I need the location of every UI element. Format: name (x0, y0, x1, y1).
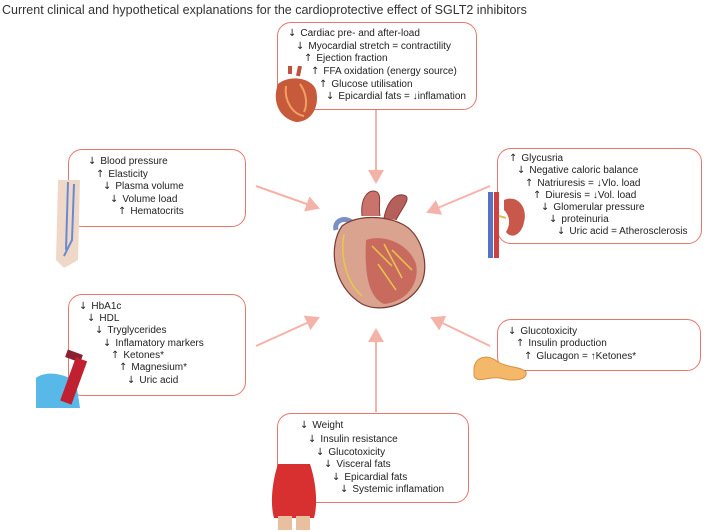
top-line-3: ↑Ejection fraction (304, 53, 388, 64)
up-arrow-icon: ↑ (119, 362, 128, 373)
bottom-line-5: ↓Epicardial fats (332, 472, 408, 483)
cardiac-heart-icon (275, 66, 318, 122)
top-line-5: ↑Glucose utilisation (319, 79, 413, 90)
down-arrow-icon: ↓ (103, 338, 112, 349)
figure-title: Current clinical and hypothetical explan… (2, 3, 527, 17)
down-arrow-icon: ↓ (308, 434, 317, 445)
right-upper-line-1: ↑Glycusria (509, 153, 564, 164)
right-upper-line-5: ↓Glomerular pressure (541, 202, 645, 213)
down-arrow-icon: ↓ (316, 447, 325, 458)
left-lower-line-6: ↑Magnesium* (119, 362, 187, 373)
up-arrow-icon: ↑ (524, 351, 533, 362)
bottom-line-4: ↓Visceral fats (324, 459, 391, 470)
right-upper-line-6: ↓proteinuria (549, 214, 609, 225)
down-arrow-icon: ↓ (300, 420, 309, 431)
top-line-2: ↓Myocardial stretch = contractility (296, 41, 451, 52)
down-arrow-icon: ↓ (110, 194, 119, 205)
bottom-line-3: ↓Glucotoxicity (316, 447, 386, 458)
right-lower-line-1: ↓Glucotoxicity (508, 326, 578, 337)
down-arrow-icon: ↓ (79, 301, 88, 312)
blood-tube-icon (36, 349, 88, 408)
arrow-left-upper (255, 185, 320, 212)
arrow-right-upper (426, 185, 491, 215)
up-arrow-icon: ↑ (319, 79, 328, 90)
top-line-6: ↓Epicardial fats = ↓inflamation (326, 91, 466, 102)
down-arrow-icon: ↓ (549, 214, 558, 225)
down-arrow-icon: ↓ (127, 375, 136, 386)
down-arrow-icon: ↓ (88, 156, 97, 167)
up-arrow-icon: ↑ (304, 53, 313, 64)
left-lower-line-7: ↓Uric acid (127, 375, 179, 386)
left-upper-line-1: ↓Blood pressure (88, 156, 168, 167)
right-upper-line-2: ↓Negative caloric balance (517, 165, 639, 176)
box-pancreatic-effects (497, 319, 701, 371)
right-upper-line-4: ↑Diuresis = ↓Vol. load (533, 190, 637, 201)
up-arrow-icon: ↑ (533, 190, 542, 201)
left-upper-line-5: ↑Hematocrits (118, 206, 184, 217)
top-line-4: ↑FFA oxidation (energy source) (311, 66, 457, 77)
arm-veins-icon (56, 180, 80, 268)
arrow-left-lower (255, 315, 320, 347)
left-upper-line-4: ↓Volume load (110, 194, 178, 205)
left-lower-line-3: ↓Tryglycerides (95, 325, 167, 336)
bottom-line-2: ↓Insulin resistance (308, 434, 398, 445)
up-arrow-icon: ↑ (516, 338, 525, 349)
kidney-icon (488, 192, 525, 258)
obese-body-icon (271, 464, 317, 530)
top-line-1: ↓Cardiac pre- and after-load (288, 28, 420, 39)
down-arrow-icon: ↓ (87, 313, 96, 324)
right-lower-line-3: ↑Glucagon = ↑Ketones* (524, 351, 637, 362)
right-upper-line-7: ↓Uric acid = Atherosclerosis (557, 226, 688, 237)
right-lower-line-2: ↑Insulin production (516, 338, 607, 349)
bottom-line-1: ↓Weight (300, 420, 344, 431)
arrow-right-lower (430, 316, 491, 347)
up-arrow-icon: ↑ (509, 153, 518, 164)
up-arrow-icon: ↑ (118, 206, 127, 217)
left-lower-line-1: ↓HbA1c (79, 301, 122, 312)
heart-illustration (333, 190, 426, 309)
down-arrow-icon: ↓ (326, 91, 335, 102)
box-metabolic-markers (68, 294, 246, 396)
pancreas-icon (473, 356, 527, 381)
left-upper-line-3: ↓Plasma volume (103, 181, 184, 192)
down-arrow-icon: ↓ (340, 484, 349, 495)
left-lower-line-4: ↓Inflamatory markers (103, 338, 204, 349)
down-arrow-icon: ↓ (508, 326, 517, 337)
up-arrow-icon: ↑ (525, 178, 534, 189)
down-arrow-icon: ↓ (324, 459, 333, 470)
left-upper-line-2: ↑Elasticity (96, 169, 148, 180)
down-arrow-icon: ↓ (288, 28, 297, 39)
left-lower-line-2: ↓HDL (87, 313, 120, 324)
down-arrow-icon: ↓ (103, 181, 112, 192)
up-arrow-icon: ↑ (311, 66, 320, 77)
right-upper-line-3: ↑Natriuresis = ↓Vlo. load (525, 178, 641, 189)
left-lower-line-5: ↑Ketones* (111, 350, 164, 361)
down-arrow-icon: ↓ (95, 325, 104, 336)
up-arrow-icon: ↑ (96, 169, 105, 180)
up-arrow-icon: ↑ (111, 350, 120, 361)
bottom-line-6: ↓Systemic inflamation (340, 484, 445, 495)
down-arrow-icon: ↓ (296, 41, 305, 52)
down-arrow-icon: ↓ (541, 202, 550, 213)
down-arrow-icon: ↓ (332, 472, 341, 483)
down-arrow-icon: ↓ (517, 165, 526, 176)
down-arrow-icon: ↓ (557, 226, 566, 237)
